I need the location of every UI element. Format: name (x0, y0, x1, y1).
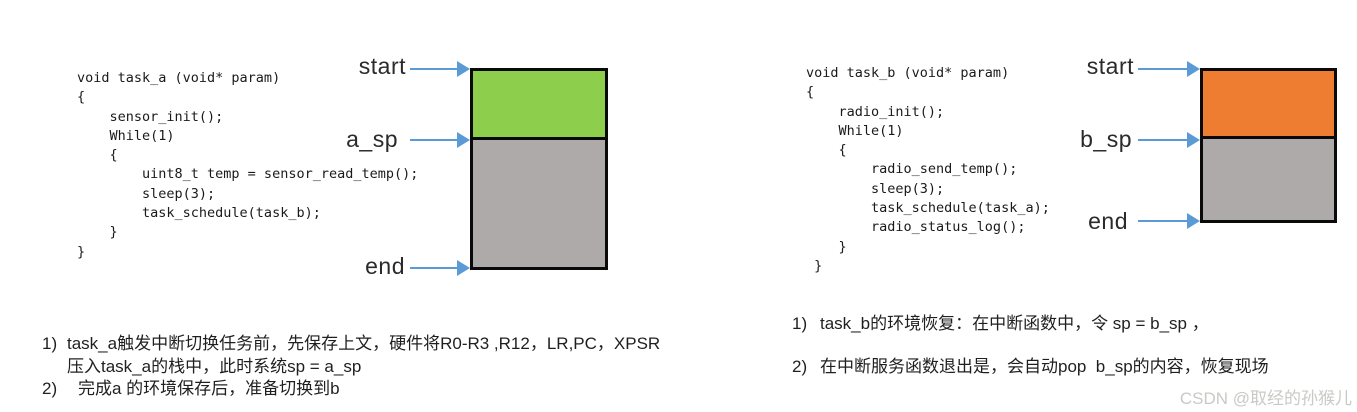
arrow-head-icon (1187, 213, 1200, 229)
task-b-sp-label: b_sp (1080, 126, 1132, 152)
task-b-notes: 1) task_b的环境恢复：在中断函数中，令 sp = b_sp ， 2) 在… (792, 313, 1269, 399)
arrow-line (410, 139, 457, 141)
note-text: 压入task_a的栈中，此时系统sp = a_sp (67, 356, 362, 376)
note-item: 压入task_a的栈中，此时系统sp = a_sp (42, 356, 660, 379)
arrow-line (1138, 220, 1187, 222)
arrow-line (410, 68, 457, 70)
arrow-head-icon (457, 61, 470, 77)
task-b-code: void task_b (void* param) { radio_init()… (806, 65, 1050, 274)
note-marker: 1) (42, 334, 58, 353)
task-a-sp-arrow-icon (410, 132, 470, 148)
arrow-line (410, 267, 457, 269)
arrow-line (1138, 68, 1187, 70)
task-b-stack-used-region (1203, 71, 1334, 139)
note-item: 2) 完成a 的环境保存后，准备切换到b (42, 378, 660, 401)
note-item: 2) 在中断服务函数退出是，会自动pop b_sp的内容，恢复现场 (792, 356, 1269, 378)
task-a-notes: 1) task_a触发中断切换任务前，先保存上文，硬件将R0-R3 ,R12，L… (42, 333, 660, 401)
csdn-watermark: CSDN @取经的孙猴儿 (1179, 389, 1352, 408)
task-b-stack (1200, 68, 1337, 223)
task-a-end-label: end (365, 253, 405, 279)
note-text: task_b的环境恢复：在中断函数中，令 sp = b_sp ， (820, 314, 1209, 333)
arrow-head-icon (457, 260, 470, 276)
task-a-start-arrow-icon (410, 61, 470, 77)
task-a-stack (470, 68, 608, 270)
task-a-stack-used-region (473, 71, 605, 140)
task-a-code: void task_a (void* param) { sensor_init(… (77, 70, 419, 260)
note-marker: 1) (792, 314, 808, 333)
task-a-start-label: start (358, 53, 406, 79)
note-item: 1) task_b的环境恢复：在中断函数中，令 sp = b_sp ， (792, 313, 1269, 335)
task-b-start-label: start (1086, 53, 1134, 79)
note-marker: 2) (42, 379, 58, 398)
task-b-end-label: end (1088, 208, 1128, 234)
task-b-start-arrow-icon (1138, 61, 1200, 77)
note-marker (42, 356, 67, 379)
note-item: 1) task_a触发中断切换任务前，先保存上文，硬件将R0-R3 ,R12，L… (42, 333, 660, 356)
arrow-head-icon (457, 132, 470, 148)
note-marker: 2) (792, 357, 808, 376)
task-a-end-arrow-icon (410, 260, 470, 276)
arrow-head-icon (1187, 61, 1200, 77)
task-b-sp-arrow-icon (1138, 132, 1200, 148)
task-b-end-arrow-icon (1138, 213, 1200, 229)
arrow-head-icon (1187, 132, 1200, 148)
note-text: 在中断服务函数退出是，会自动pop b_sp的内容，恢复现场 (820, 357, 1269, 376)
note-text: task_a触发中断切换任务前，先保存上文，硬件将R0-R3 ,R12，LR,P… (67, 334, 661, 353)
arrow-line (1138, 139, 1187, 141)
task-a-sp-label: a_sp (346, 126, 398, 152)
note-text: 完成a 的环境保存后，准备切换到b (78, 379, 340, 398)
